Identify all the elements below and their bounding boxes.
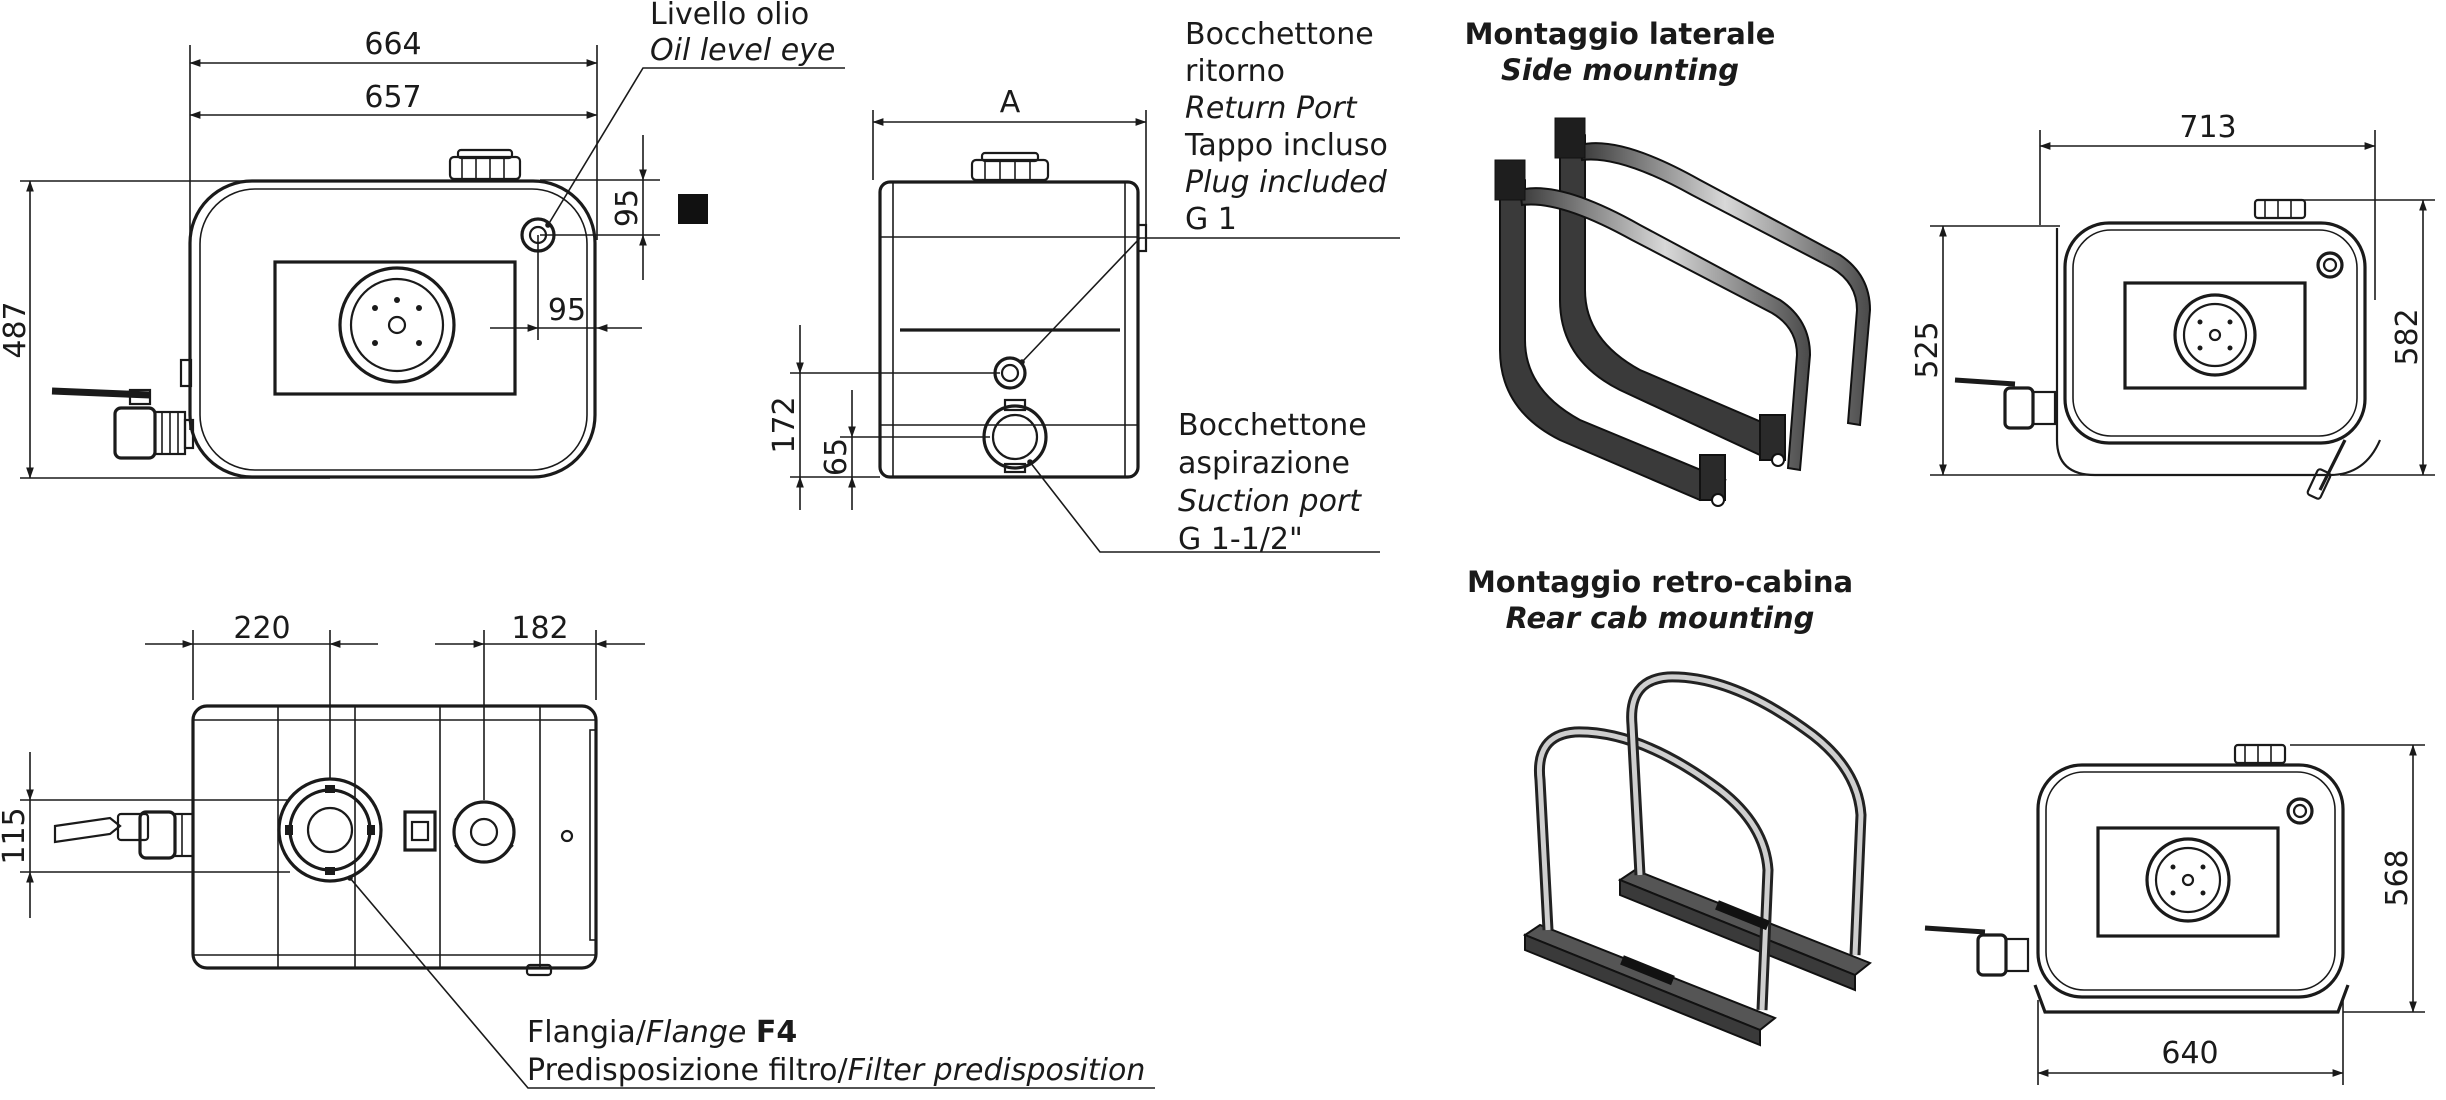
marker-square — [678, 194, 708, 224]
dim-95-vertical: 95 — [610, 189, 645, 227]
return-port-line-4: Tappo incluso — [1184, 128, 1388, 163]
dim-525: 525 — [1910, 321, 1945, 378]
dim-182: 182 — [511, 611, 568, 646]
rear-mounting-title-en: Rear cab mounting — [1506, 601, 1815, 635]
oil-level-label-en: Oil level eye — [650, 33, 835, 68]
suction-port-line-1: Bocchettone — [1178, 408, 1367, 443]
suction-port-line-3: Suction port — [1178, 484, 1362, 519]
end-filler-cap-icon — [970, 151, 1050, 182]
suction-port-line-2: aspirazione — [1178, 446, 1350, 481]
return-port-line-6: G 1 — [1185, 202, 1237, 237]
dim-582: 582 — [2390, 308, 2425, 365]
rear-mounting-title-it: Montaggio retro-cabina — [1467, 565, 1853, 599]
side-view: 664 657 487 95 95 Livello olio Oil level… — [0, 0, 845, 479]
dim-713: 713 — [2179, 110, 2236, 145]
tank-inner-edge — [199, 188, 588, 471]
return-port-line-1: Bocchettone — [1185, 17, 1374, 52]
svg-text:BIFF: BIFF — [310, 822, 350, 841]
top-port-square — [403, 810, 437, 852]
rm-tank-body — [2036, 763, 2345, 999]
side-mounting-title-it: Montaggio laterale — [1465, 17, 1776, 51]
flange-disc — [338, 266, 456, 384]
sm-tank-body — [2063, 221, 2367, 445]
side-mounted-tank: 713 525 582 — [1910, 110, 2435, 500]
dim-172: 172 — [767, 396, 802, 453]
top-valve-icon — [53, 810, 195, 860]
flange-plate — [273, 260, 517, 396]
dim-115: 115 — [0, 807, 32, 864]
suction-port-line-4: G 1-1/2" — [1178, 522, 1303, 557]
return-port-line-2: ritorno — [1185, 54, 1285, 89]
dim-657: 657 — [364, 80, 421, 115]
oil-level-label-it: Livello olio — [650, 0, 809, 32]
dim-664: 664 — [364, 27, 421, 62]
rear-mounted-tank: 640 568 — [1924, 743, 2425, 1085]
dim-220: 220 — [233, 611, 290, 646]
rear-mounting-bracket: Montaggio retro-cabina Rear cab mounting — [1467, 565, 1872, 1047]
dim-568: 568 — [2380, 849, 2415, 906]
side-mounting-bracket: Montaggio laterale Side mounting — [1465, 17, 1872, 507]
side-mounting-title-en: Side mounting — [1501, 53, 1739, 87]
top-flange-icon: BIFF — [277, 777, 383, 883]
dim-487: 487 — [0, 301, 33, 358]
dim-65: 65 — [819, 438, 854, 476]
return-port-line-5: Plug included — [1185, 165, 1388, 200]
dim-a: A — [1000, 85, 1021, 120]
end-view: A 172 65 Bocchettone ritorno Return Port… — [767, 17, 1400, 557]
top-filler-cap-icon — [452, 800, 516, 864]
suction-port-icon — [982, 398, 1048, 474]
flange-label: Flangia/Flange F4 — [527, 1015, 797, 1050]
top-view: BIFF 220 — [0, 611, 1155, 1089]
end-tank-body — [878, 180, 1140, 479]
return-port-line-3: Return Port — [1185, 91, 1358, 126]
dim-640: 640 — [2161, 1036, 2218, 1071]
ball-valve-icon — [51, 387, 195, 460]
dim-95-horizontal: 95 — [548, 293, 586, 328]
filler-cap-icon — [448, 148, 522, 181]
tank-body — [188, 179, 597, 479]
top-tank-body — [191, 704, 598, 970]
filter-label: Predisposizione filtro/Filter predisposi… — [527, 1053, 1145, 1088]
